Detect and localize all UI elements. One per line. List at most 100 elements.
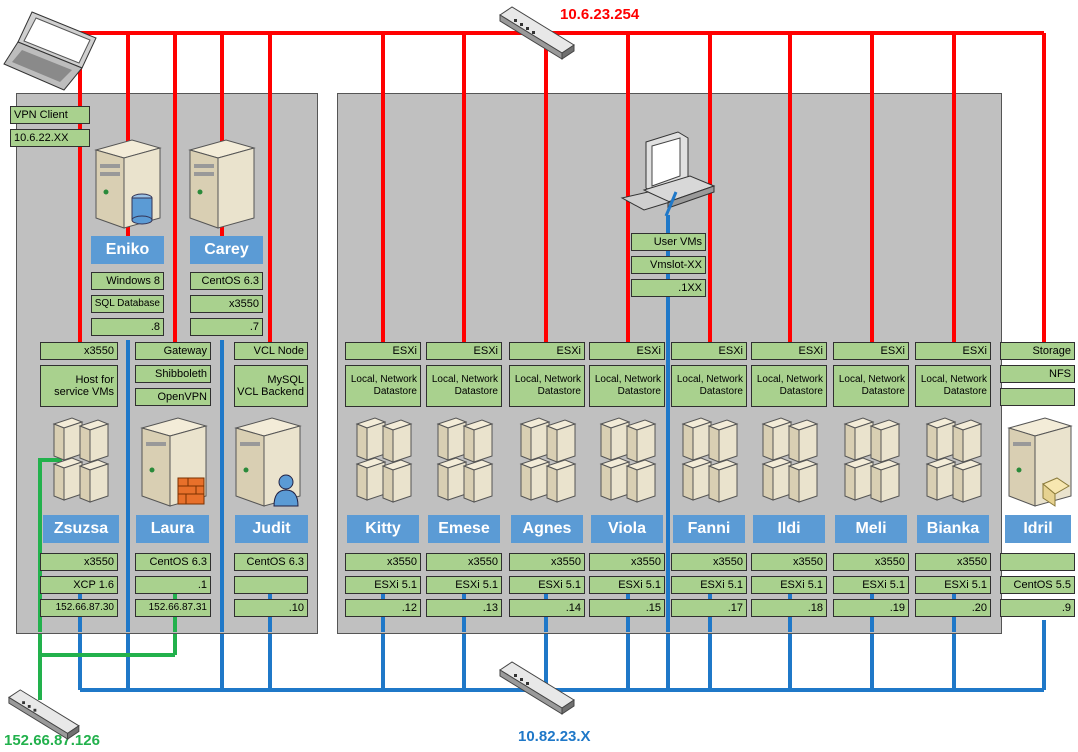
storage-switch-icon xyxy=(499,661,575,715)
public-network-label: 152.66.87.126 xyxy=(4,732,100,749)
kitty-server-cluster-icon xyxy=(355,417,413,503)
vpn-client-ip: 10.6.22.XX xyxy=(10,129,90,147)
ildi-os: ESXi 5.1 xyxy=(751,576,827,594)
agnes-hw: x3550 xyxy=(509,553,585,571)
bianka-tag-esxi: ESXi xyxy=(915,342,991,360)
meli-datastore: Local, Network Datastore xyxy=(833,365,909,407)
host-name-fanni[interactable]: Fanni xyxy=(673,515,745,543)
user-server-icon xyxy=(234,417,302,507)
emese-hw: x3550 xyxy=(426,553,502,571)
meli-ip: .19 xyxy=(833,599,909,617)
ildi-server-cluster-icon xyxy=(761,417,819,503)
firewall-server-icon xyxy=(140,417,208,507)
host-name-eniko[interactable]: Eniko xyxy=(91,236,164,264)
private-network-label: 10.6.23.254 xyxy=(560,6,640,23)
agnes-os: ESXi 5.1 xyxy=(509,576,585,594)
bianka-server-cluster-icon xyxy=(925,417,983,503)
laptop-icon xyxy=(3,11,97,91)
idril-tag-nfs: NFS xyxy=(1000,365,1075,383)
eniko-role: SQL Database xyxy=(91,295,164,313)
idril-tag-empty xyxy=(1000,388,1075,406)
viola-server-cluster-icon xyxy=(599,417,657,503)
laura-tag-gateway: Gateway xyxy=(135,342,211,360)
host-name-kitty[interactable]: Kitty xyxy=(347,515,419,543)
fanni-server-cluster-icon xyxy=(681,417,739,503)
bianka-ip: .20 xyxy=(915,599,991,617)
judit-os: CentOS 6.3 xyxy=(234,553,308,571)
ildi-datastore: Local, Network Datastore xyxy=(751,365,827,407)
fanni-ip: .17 xyxy=(671,599,747,617)
carey-hw: x3550 xyxy=(190,295,263,313)
bianka-hw: x3550 xyxy=(915,553,991,571)
host-name-laura[interactable]: Laura xyxy=(136,515,209,543)
carey-ip: .7 xyxy=(190,318,263,336)
host-name-bianka[interactable]: Bianka xyxy=(917,515,989,543)
host-name-carey[interactable]: Carey xyxy=(190,236,263,264)
user-vms-ip: .1XX xyxy=(631,279,706,297)
idril-tag-storage: Storage xyxy=(1000,342,1075,360)
idril-ip: .9 xyxy=(1000,599,1075,617)
top-switch-icon xyxy=(499,6,575,60)
storage-network-label: 10.82.23.X xyxy=(518,728,591,745)
file-server-icon xyxy=(1007,417,1073,507)
zsuzsa-os: XCP 1.6 xyxy=(40,576,118,594)
zsuzsa-tag-hw: x3550 xyxy=(40,342,118,360)
host-name-agnes[interactable]: Agnes xyxy=(511,515,583,543)
kitty-ip: .12 xyxy=(345,599,421,617)
host-name-meli[interactable]: Meli xyxy=(835,515,907,543)
bianka-datastore: Local, Network Datastore xyxy=(915,365,991,407)
viola-os: ESXi 5.1 xyxy=(589,576,665,594)
eniko-ip: .8 xyxy=(91,318,164,336)
agnes-server-cluster-icon xyxy=(519,417,577,503)
laura-public-ip: 152.66.87.31 xyxy=(135,599,211,617)
host-name-zsuzsa[interactable]: Zsuzsa xyxy=(43,515,119,543)
emese-datastore: Local, Network Datastore xyxy=(426,365,502,407)
viola-hw: x3550 xyxy=(589,553,665,571)
vmslot-label: Vmslot-XX xyxy=(631,256,706,274)
bianka-os: ESXi 5.1 xyxy=(915,576,991,594)
ildi-hw: x3550 xyxy=(751,553,827,571)
fanni-datastore: Local, Network Datastore xyxy=(671,365,747,407)
fanni-hw: x3550 xyxy=(671,553,747,571)
vpn-client-label: VPN Client xyxy=(10,106,90,124)
fanni-os: ESXi 5.1 xyxy=(671,576,747,594)
host-name-viola[interactable]: Viola xyxy=(591,515,663,543)
laura-tag-shibboleth: Shibboleth xyxy=(135,365,211,383)
judit-tag-backend: MySQL VCL Backend xyxy=(234,365,308,407)
carey-os: CentOS 6.3 xyxy=(190,272,263,290)
host-name-idril[interactable]: Idril xyxy=(1005,515,1071,543)
database-server-icon xyxy=(94,139,162,229)
host-name-emese[interactable]: Emese xyxy=(428,515,500,543)
laura-tag-openvpn: OpenVPN xyxy=(135,388,211,406)
agnes-datastore: Local, Network Datastore xyxy=(509,365,585,407)
public-switch-icon xyxy=(8,689,80,740)
judit-ip: .10 xyxy=(234,599,308,617)
eniko-os: Windows 8 xyxy=(91,272,164,290)
kitty-hw: x3550 xyxy=(345,553,421,571)
kitty-datastore: Local, Network Datastore xyxy=(345,365,421,407)
kitty-os: ESXi 5.1 xyxy=(345,576,421,594)
server-cluster-icon xyxy=(52,417,110,503)
judit-empty xyxy=(234,576,308,594)
service-cluster-panel xyxy=(16,93,318,634)
meli-server-cluster-icon xyxy=(843,417,901,503)
laura-os: CentOS 6.3 xyxy=(135,553,211,571)
emese-tag-esxi: ESXi xyxy=(426,342,502,360)
viola-tag-esxi: ESXi xyxy=(589,342,665,360)
emese-ip: .13 xyxy=(426,599,502,617)
tower-server-icon xyxy=(188,139,256,229)
viola-ip: .15 xyxy=(589,599,665,617)
desktop-computer-icon xyxy=(620,131,716,217)
host-name-ildi[interactable]: Ildi xyxy=(753,515,825,543)
ildi-tag-esxi: ESXi xyxy=(751,342,827,360)
idril-empty xyxy=(1000,553,1075,571)
emese-os: ESXi 5.1 xyxy=(426,576,502,594)
emese-server-cluster-icon xyxy=(436,417,494,503)
agnes-ip: .14 xyxy=(509,599,585,617)
meli-tag-esxi: ESXi xyxy=(833,342,909,360)
user-vms-label: User VMs xyxy=(631,233,706,251)
laura-private-ip: .1 xyxy=(135,576,211,594)
zsuzsa-tag-role: Host for service VMs xyxy=(40,365,118,407)
idril-os: CentOS 5.5 xyxy=(1000,576,1075,594)
host-name-judit[interactable]: Judit xyxy=(235,515,308,543)
